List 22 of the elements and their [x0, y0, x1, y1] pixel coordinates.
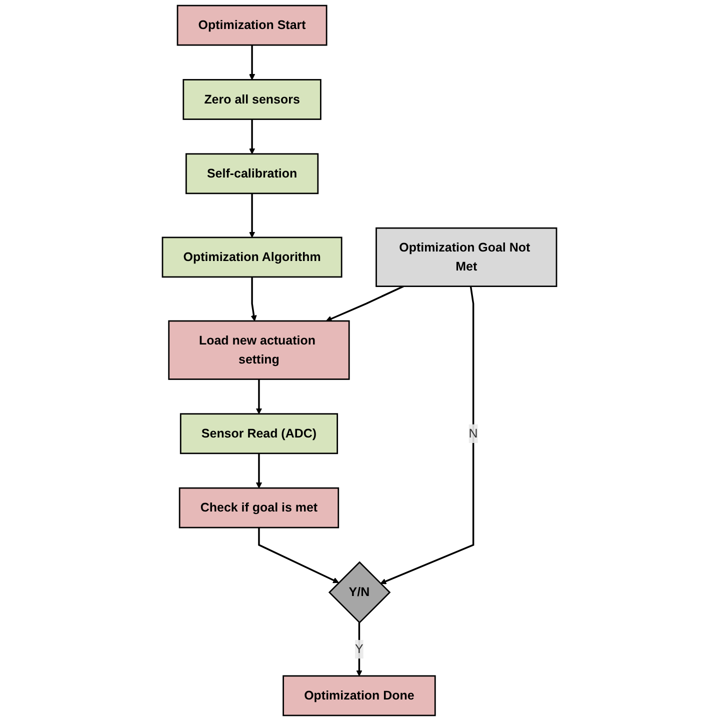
arrow	[326, 286, 404, 322]
node-box: Optimization Done	[282, 675, 436, 716]
arrow	[249, 45, 256, 80]
arrow	[249, 193, 256, 238]
arrow	[250, 276, 257, 322]
node-box: Sensor Read (ADC)	[180, 413, 338, 454]
arrow	[258, 528, 340, 584]
arrow	[256, 379, 262, 414]
edge-label: N	[468, 426, 478, 440]
node-box: Check if goal is met	[178, 487, 340, 528]
arrow	[256, 453, 262, 488]
node-diamond: Y/N	[328, 561, 391, 624]
node-box: Optimization Algorithm	[162, 236, 342, 278]
arrow	[249, 119, 256, 154]
node-box: Optimization Goal Not Met	[376, 227, 558, 287]
arrow	[356, 622, 362, 676]
node-box: Optimization Start	[176, 4, 328, 46]
node-box: Zero all sensors	[182, 79, 322, 120]
node-box: Self-calibration	[185, 153, 319, 194]
edge-label: Y	[355, 642, 364, 656]
node-box: Load new actuation setting	[168, 320, 350, 380]
arrow	[380, 286, 474, 584]
